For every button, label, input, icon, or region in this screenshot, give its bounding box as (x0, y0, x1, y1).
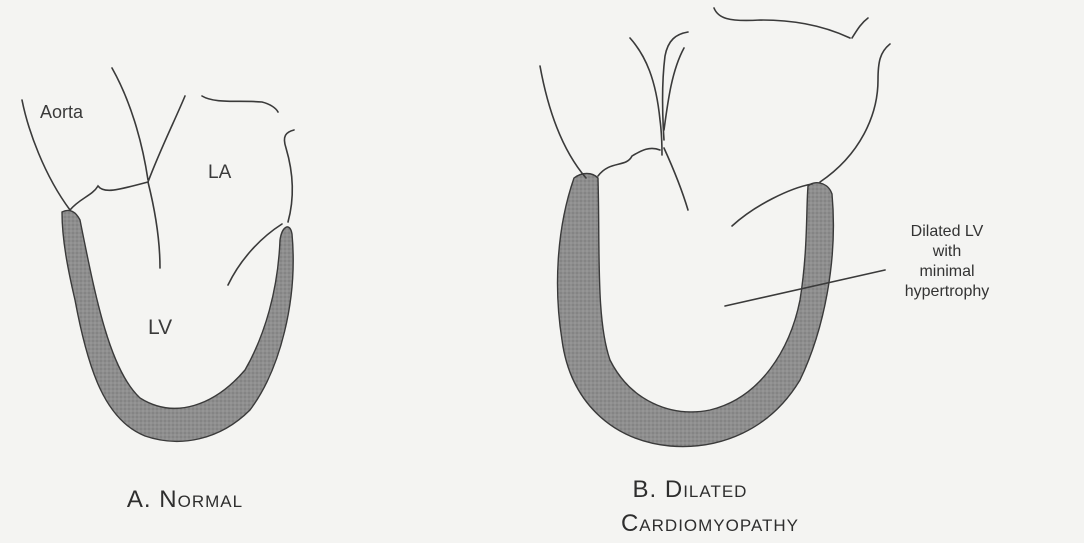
dilated-septum (664, 148, 688, 210)
normal-mitral-line (228, 224, 282, 285)
label-la: LA (208, 162, 232, 183)
dilated-lv-wall (558, 174, 834, 447)
label-aorta: Aorta (40, 102, 84, 122)
caption-dilated-line1: B. Dilated (580, 476, 800, 504)
normal-aorta-right-wall (112, 68, 148, 180)
dilated-annotation: Dilated LV with minimal hypertrophy (872, 222, 1022, 302)
label-lv: LV (148, 316, 172, 339)
dilated-la-right (820, 44, 890, 182)
normal-la-left (148, 96, 185, 182)
annotation-line-2: with (872, 242, 1022, 262)
normal-la-top (202, 96, 278, 112)
caption-dilated-line2: Cardiomyopathy (560, 510, 860, 538)
dilated-aortic-root (598, 148, 660, 176)
normal-aortic-root (70, 182, 148, 210)
dilated-aorta-left-wall (540, 66, 586, 178)
dilated-heart (540, 8, 890, 446)
dilated-la-top (714, 8, 850, 38)
normal-lv-wall (62, 210, 293, 441)
annotation-line-1: Dilated LV (872, 222, 1022, 242)
dilated-mitral-line (732, 184, 812, 226)
normal-septum (148, 182, 160, 268)
normal-heart (22, 68, 294, 441)
annotation-line-4: hypertrophy (872, 282, 1022, 302)
dilated-aorta-right-wall (630, 38, 662, 155)
dilated-la-top-right (852, 18, 868, 38)
annotation-line-3: minimal (872, 262, 1022, 282)
dilated-la-left (664, 48, 684, 130)
caption-normal: A. Normal (60, 486, 310, 514)
normal-la-right (284, 130, 294, 222)
